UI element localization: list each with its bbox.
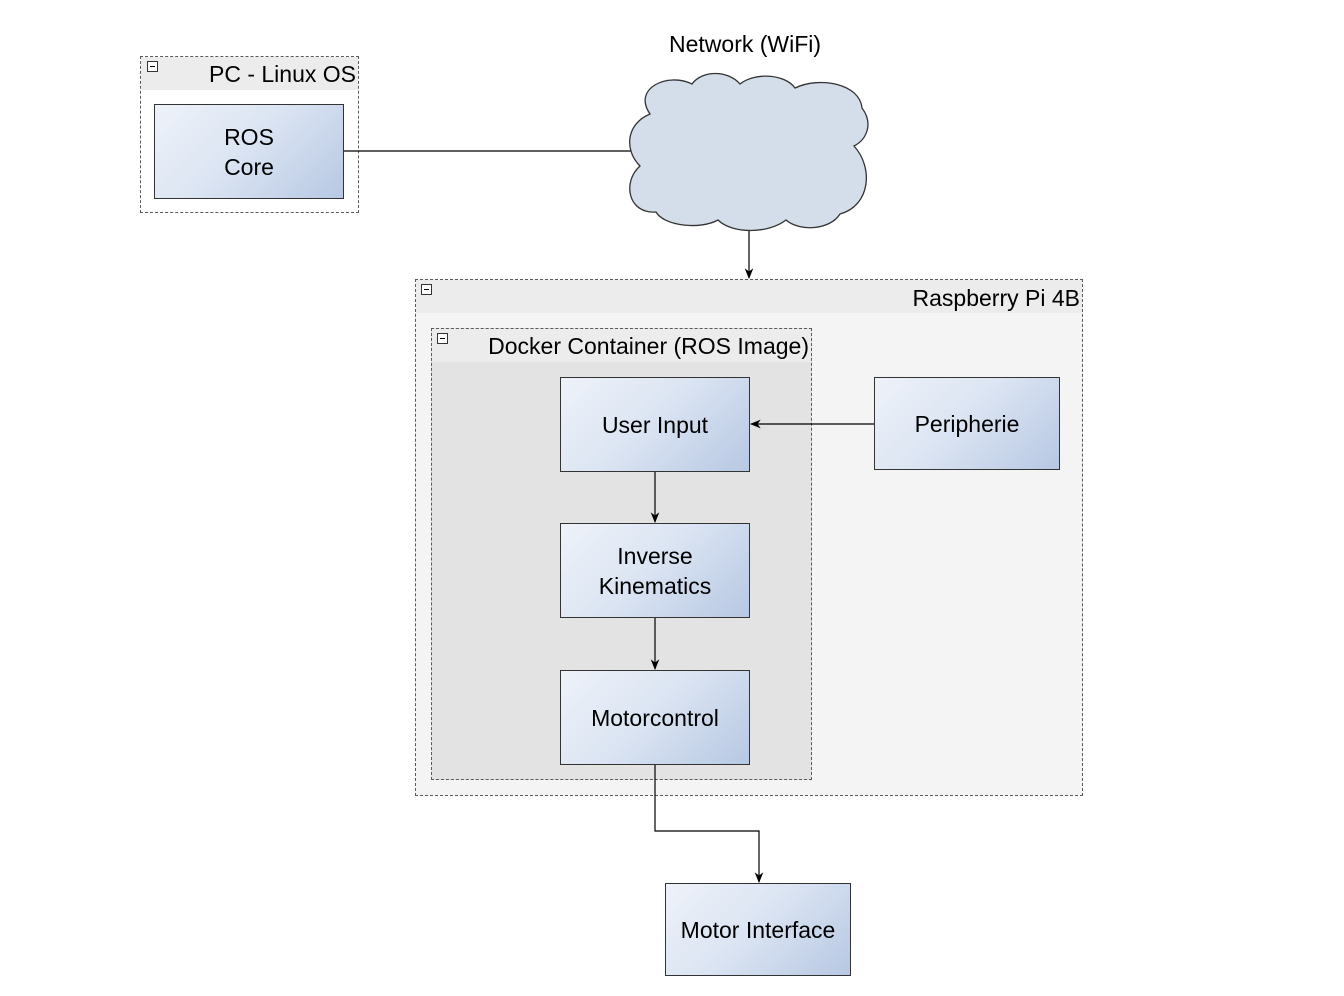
user-input-node[interactable]: User Input: [560, 377, 750, 472]
motorcontrol-node[interactable]: Motorcontrol: [560, 670, 750, 765]
peripherie-label: Peripherie: [914, 410, 1020, 437]
docker-container-group-header: [432, 329, 811, 362]
motorcontrol-label: Motorcontrol: [591, 704, 719, 731]
inverse-kinematics-label-line2: Kinematics: [598, 572, 712, 599]
raspberry-pi-group-title: Raspberry Pi 4B: [912, 285, 1080, 311]
edge-motorcontrol-to-motorinterface: [654, 764, 764, 884]
inverse-kinematics-node[interactable]: Inverse Kinematics: [560, 523, 750, 618]
ros-core-node[interactable]: ROS Core: [154, 104, 344, 199]
ros-core-label-line1: ROS: [224, 123, 274, 150]
collapse-icon[interactable]: [421, 284, 432, 295]
motor-interface-label: Motor Interface: [680, 916, 836, 943]
pc-linux-group-header: [141, 57, 358, 90]
network-label: Network (WiFi): [669, 31, 822, 57]
motor-interface-node[interactable]: Motor Interface: [665, 883, 851, 976]
collapse-icon[interactable]: [437, 333, 448, 344]
raspberry-pi-group-header: [416, 280, 1082, 313]
pc-linux-group-title: PC - Linux OS: [209, 61, 356, 87]
collapse-icon[interactable]: [147, 61, 158, 72]
peripherie-node[interactable]: Peripherie: [874, 377, 1060, 470]
ros-core-label-line2: Core: [224, 153, 274, 180]
inverse-kinematics-label-line1: Inverse: [617, 542, 693, 569]
docker-container-group-title: Docker Container (ROS Image): [488, 333, 809, 359]
network-cloud-shape: [629, 72, 869, 232]
user-input-label: User Input: [601, 411, 709, 438]
